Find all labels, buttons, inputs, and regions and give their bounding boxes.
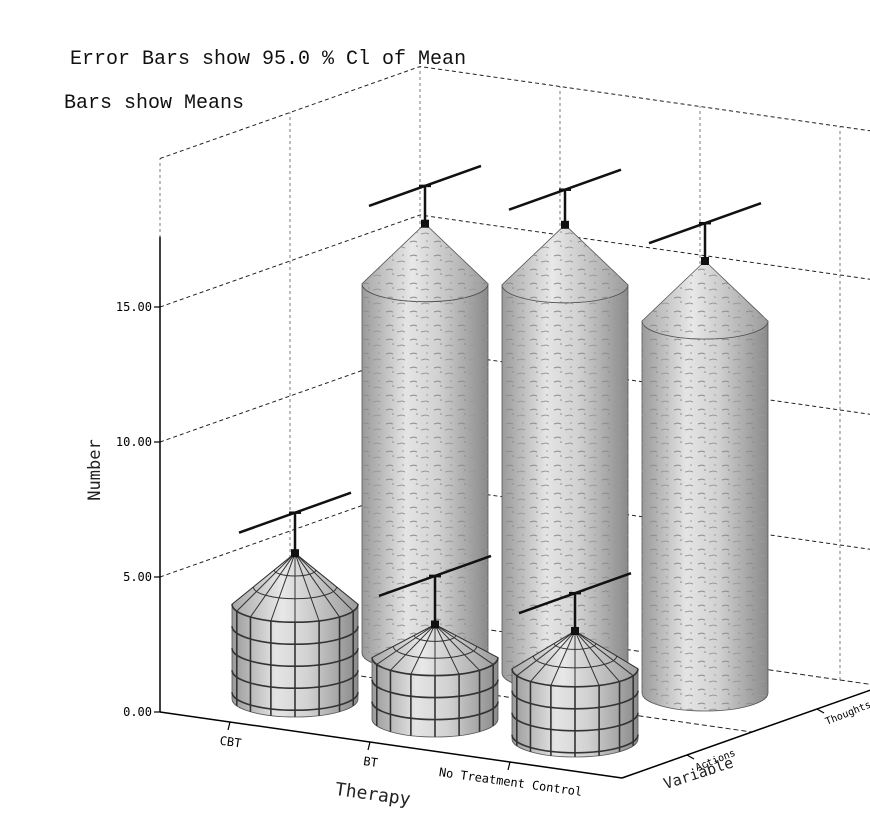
bar-cone-texture	[502, 224, 628, 303]
bars-note: Bars show Means	[64, 92, 245, 115]
error-bar-note: Error Bars show 95.0 % Cl of Mean	[70, 48, 467, 71]
bar-texture	[642, 321, 768, 711]
cone-rib	[574, 630, 620, 682]
y-tick-label-0: 0.00	[123, 705, 152, 719]
y-tick-label-3: 15.00	[116, 300, 152, 314]
cone-rib	[294, 552, 340, 618]
bar-cone-texture	[362, 223, 488, 302]
cone-rib	[434, 624, 499, 659]
x-tick-label-0: CBT	[219, 734, 242, 751]
cone-rib	[236, 552, 296, 612]
cone-rib	[434, 624, 460, 675]
x-axis-line	[159, 711, 623, 779]
cone-rib	[376, 624, 436, 665]
gridline-3	[159, 65, 870, 159]
z-axis-line	[621, 689, 870, 779]
cone-rib	[371, 624, 436, 659]
cone-rib	[250, 552, 296, 618]
x-tick-2	[507, 761, 511, 771]
x-tick-0	[227, 721, 231, 731]
cone-rib	[574, 630, 634, 677]
z-tick-0	[686, 754, 695, 760]
cone-rib	[294, 552, 359, 605]
cone-rib	[550, 630, 576, 686]
bar-texture	[362, 283, 488, 671]
y-tick-label-1: 5.00	[123, 570, 152, 584]
cone-rib	[390, 624, 436, 671]
cone-rib	[270, 553, 296, 622]
cone-ring	[392, 646, 478, 659]
bar-actions-cbt	[231, 491, 359, 718]
bar-actions-bt	[371, 554, 499, 738]
x-tick-label-1: BT	[362, 754, 378, 770]
cone-rib	[434, 624, 494, 665]
x-tick-label-2: No Treatment Control	[438, 765, 583, 799]
y-tick-label-2: 10.00	[116, 435, 152, 449]
cone-ring	[553, 643, 597, 650]
bar-cone-texture	[642, 261, 768, 339]
cone-rib	[574, 630, 639, 670]
cone-ring	[252, 586, 338, 600]
cone-rib	[410, 624, 436, 675]
cone-rib	[530, 630, 576, 682]
cone-rib	[231, 552, 296, 605]
bar-thoughts-no-treatment-control	[641, 202, 769, 712]
axes	[154, 236, 870, 779]
bar-actions-no-treatment-control	[511, 572, 639, 758]
bar-shoulder	[231, 604, 359, 624]
x-axis-title: Therapy	[334, 779, 412, 810]
cone-ring	[273, 569, 317, 577]
bar-shoulder	[371, 657, 499, 677]
cone-rib	[511, 630, 576, 670]
cone-ring	[413, 635, 457, 642]
y-axis-title: Number	[85, 439, 105, 500]
cone-rib	[294, 552, 354, 612]
bar-thoughts-bt	[501, 168, 629, 692]
cone-rib	[434, 624, 480, 671]
cone-ring	[532, 655, 618, 669]
bar-shoulder	[511, 668, 639, 688]
x-tick-1	[367, 741, 371, 751]
bar-thoughts-cbt	[361, 164, 489, 672]
z-tick-1	[816, 708, 825, 714]
cone-rib	[516, 630, 576, 677]
cone-rib	[294, 553, 320, 622]
cone-rib	[574, 630, 600, 686]
bar-texture	[502, 284, 628, 691]
bars	[231, 164, 769, 758]
